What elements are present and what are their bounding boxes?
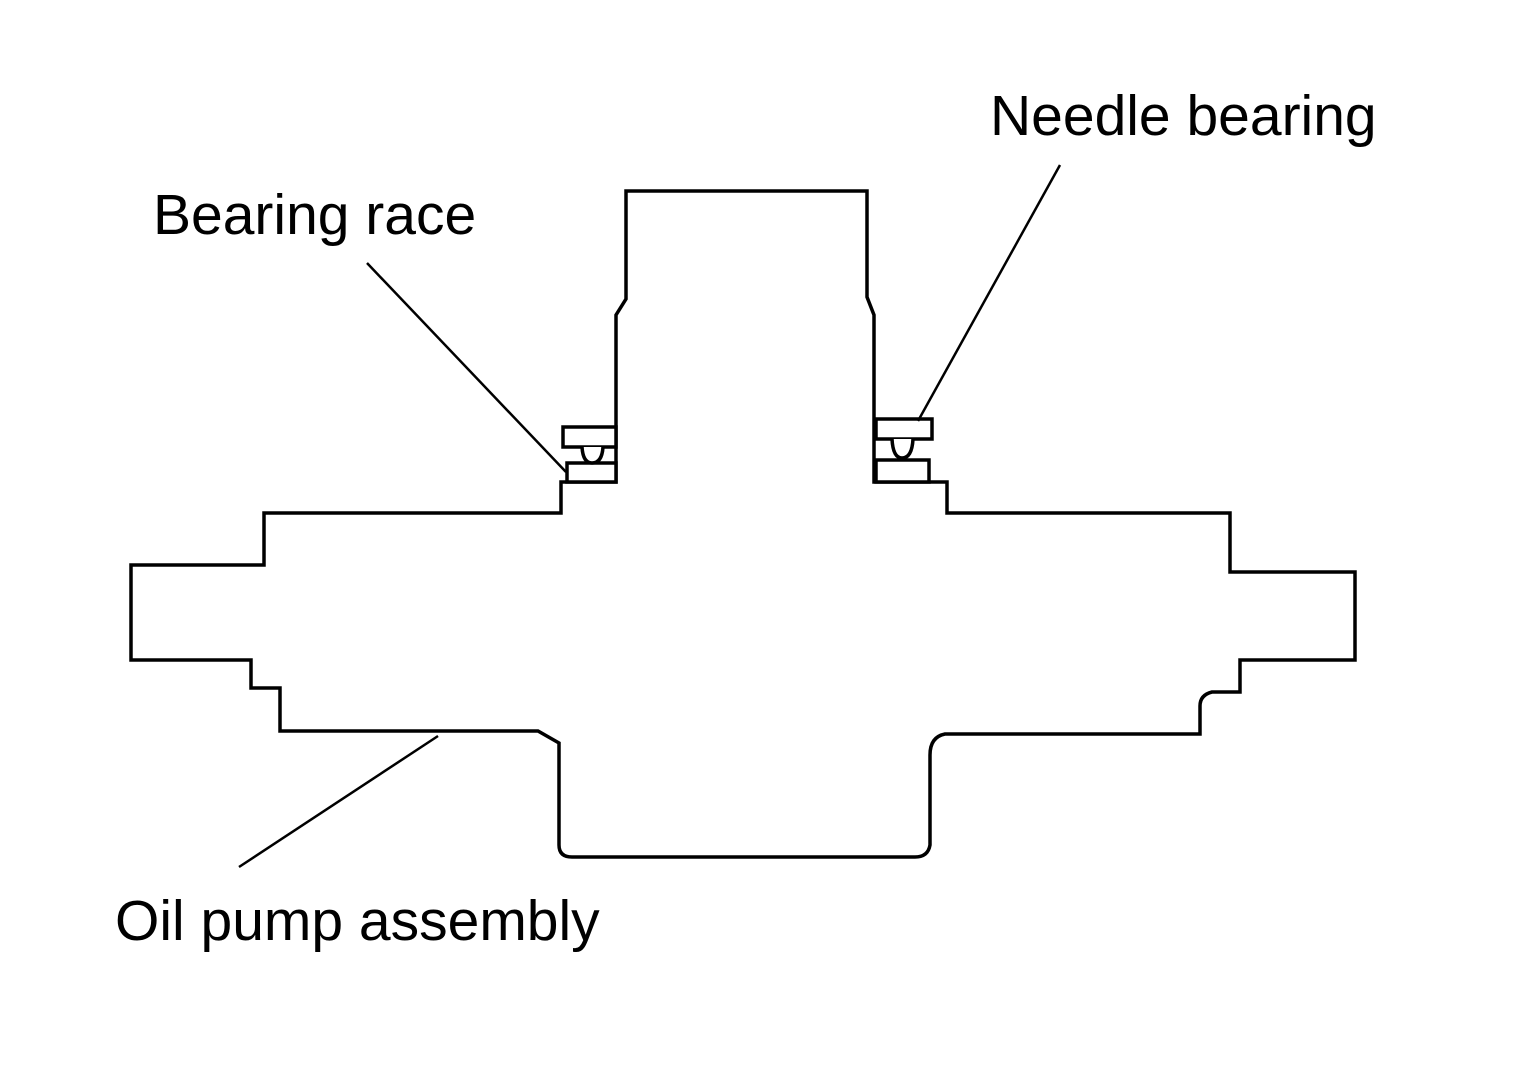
- right-bearing-assembly: [874, 417, 934, 484]
- needle-bearing-label: Needle bearing: [990, 84, 1377, 148]
- left-needle-roller: [580, 446, 605, 465]
- right-bearing-race-lower: [874, 458, 931, 484]
- left-bearing-race-lower: [565, 461, 618, 484]
- oil-pump-assembly-label: Oil pump assembly: [115, 889, 600, 953]
- oil-pump-housing-outline: [129, 189, 1357, 859]
- bearing-race-label: Bearing race: [153, 183, 477, 247]
- oil-pump-assembly-leader-line: [238, 734, 439, 869]
- needle-bearing-leader-line: [916, 164, 1062, 422]
- left-bearing-race-upper: [561, 425, 618, 449]
- right-bearing-race-upper: [874, 417, 934, 441]
- bearing-race-leader-line: [366, 262, 567, 473]
- left-bearing-assembly: [561, 425, 618, 484]
- right-needle-roller: [890, 438, 915, 460]
